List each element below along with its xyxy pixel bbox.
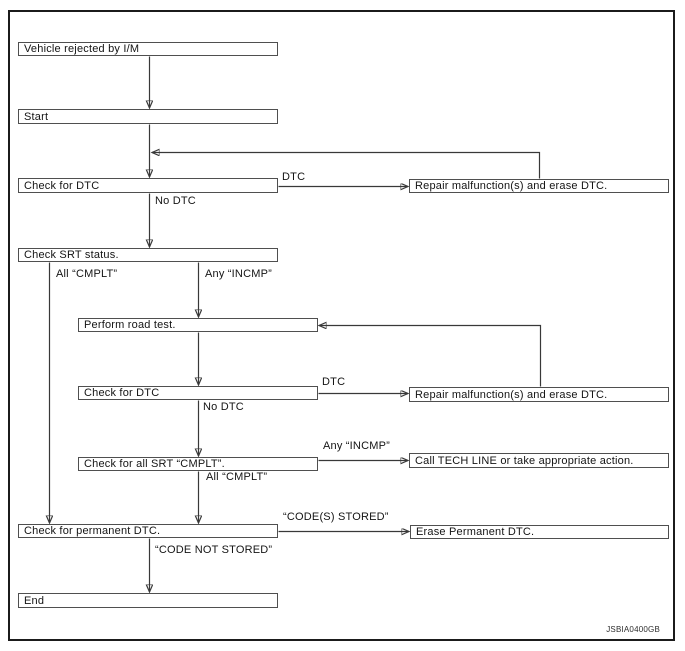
diagram-frame xyxy=(8,10,675,641)
edge-label-all-cmplt-2: All “CMPLT” xyxy=(206,471,268,483)
edge-label-code-not-stored: “CODE NOT STORED” xyxy=(155,544,273,556)
node-check-dtc-1: Check for DTC xyxy=(18,178,278,193)
node-call-tech-line: Call TECH LINE or take appropriate actio… xyxy=(409,453,669,468)
node-repair-2: Repair malfunction(s) and erase DTC. xyxy=(409,387,669,402)
edge-label-all-cmplt-1: All “CMPLT” xyxy=(56,268,118,280)
edge-label-dtc-2: DTC xyxy=(322,376,346,388)
edge-label-no-dtc-1: No DTC xyxy=(155,195,196,207)
node-check-all-srt: Check for all SRT “CMPLT”. xyxy=(78,457,318,471)
node-vehicle-rejected: Vehicle rejected by I/M xyxy=(18,42,278,56)
edge-label-codes-stored: “CODE(S) STORED” xyxy=(283,511,389,523)
edge-label-no-dtc-2: No DTC xyxy=(203,401,244,413)
node-check-dtc-2: Check for DTC xyxy=(78,386,318,400)
node-start: Start xyxy=(18,109,278,124)
edge-label-any-incmp-2: Any “INCMP” xyxy=(323,440,390,452)
node-repair-1: Repair malfunction(s) and erase DTC. xyxy=(409,179,669,193)
edge-label-any-incmp-1: Any “INCMP” xyxy=(205,268,272,280)
node-end: End xyxy=(18,593,278,608)
node-check-srt: Check SRT status. xyxy=(18,248,278,262)
node-check-permanent: Check for permanent DTC. xyxy=(18,524,278,538)
figure-code-watermark: JSBIA0400GB xyxy=(606,625,660,634)
node-road-test: Perform road test. xyxy=(78,318,318,332)
node-erase-permanent: Erase Permanent DTC. xyxy=(410,525,669,539)
edge-label-dtc-1: DTC xyxy=(282,171,306,183)
